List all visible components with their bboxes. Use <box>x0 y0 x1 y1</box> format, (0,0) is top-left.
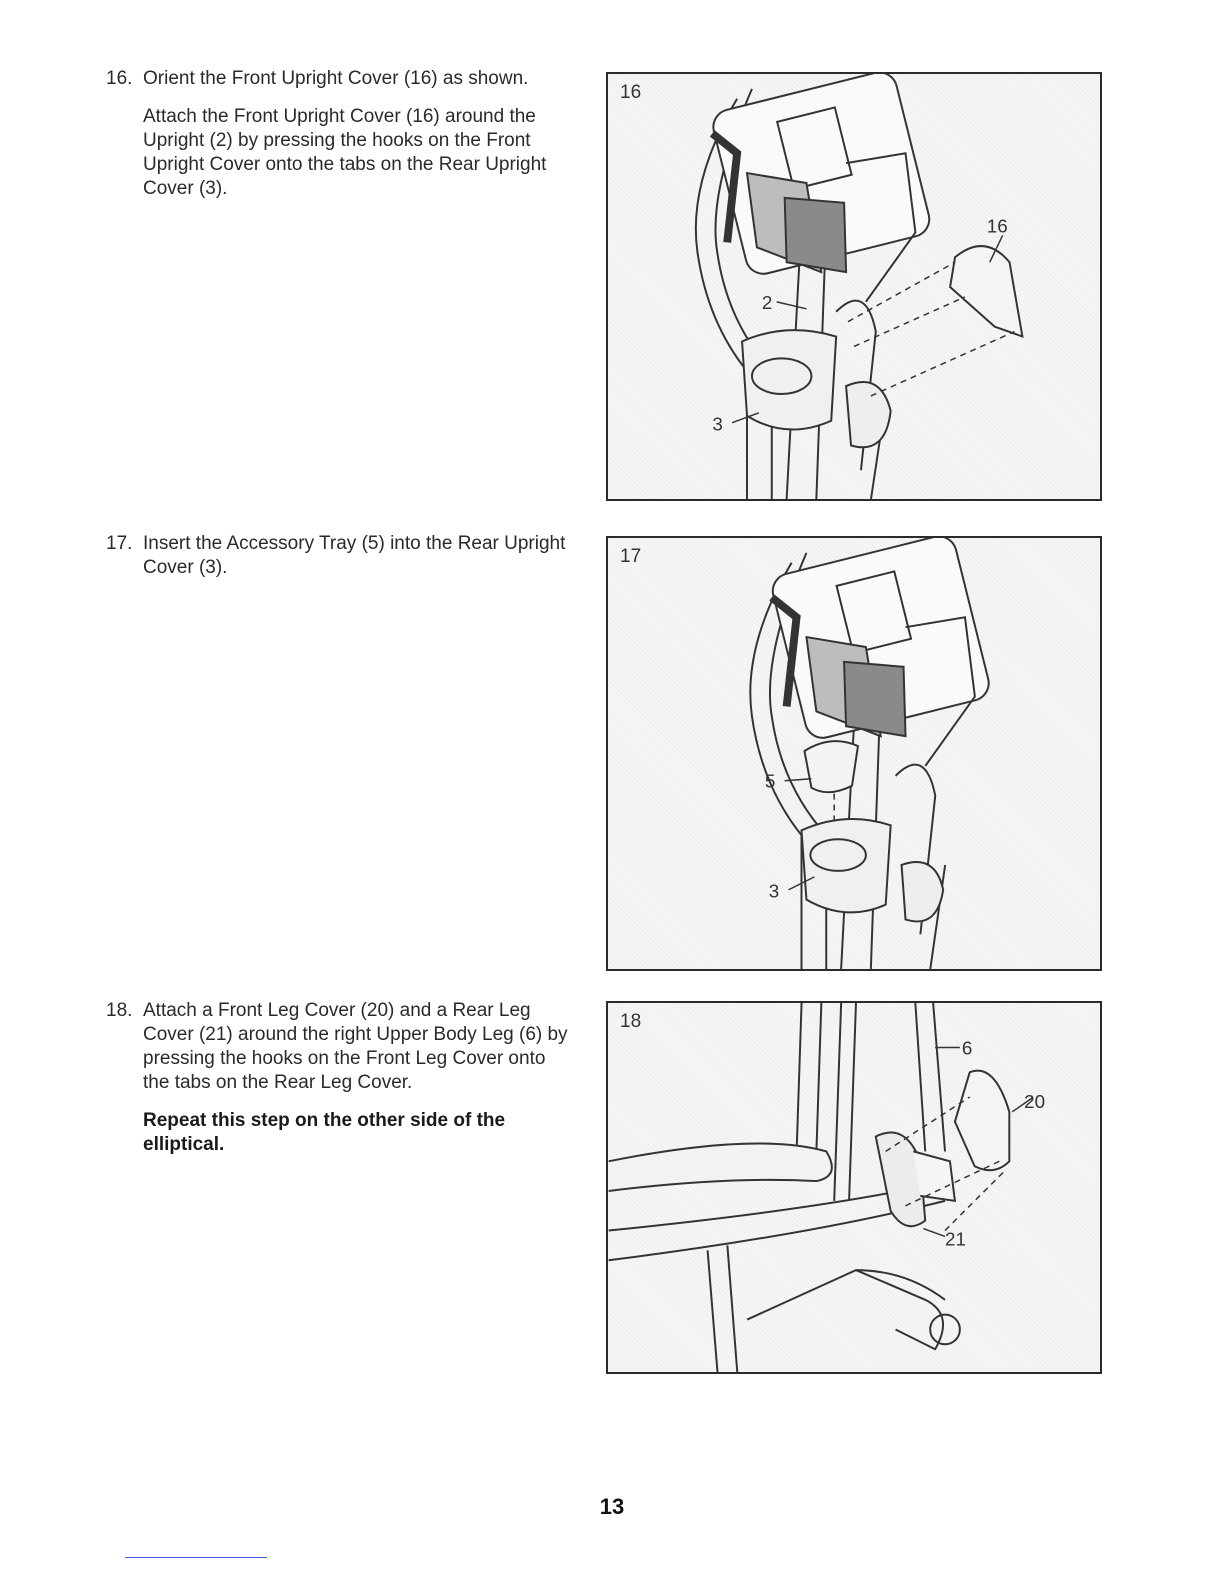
figure-callout: 5 <box>765 771 775 792</box>
step-instruction: Insert the Accessory Tray (5) into the R… <box>143 533 566 578</box>
figure-label: 17 <box>620 546 642 567</box>
figure-17: 5 3 17 <box>606 536 1102 971</box>
figure-callout: 21 <box>945 1228 966 1249</box>
figure-label: 16 <box>620 82 642 103</box>
figure-16-drawing: 16 2 3 <box>694 74 1024 499</box>
page-number: 13 <box>599 1494 625 1519</box>
figure-18: 6 20 21 18 <box>606 1001 1102 1374</box>
step-instruction: Attach the Front Upright Cover (16) arou… <box>143 106 547 199</box>
figure-18-drawing: 6 20 21 <box>608 1003 1045 1372</box>
step-number: 17. <box>106 533 133 554</box>
step-note: Repeat this step on the other side of th… <box>143 1110 506 1155</box>
figure-17-drawing: 5 3 <box>749 538 990 969</box>
figure-16: 16 2 3 16 <box>606 72 1102 501</box>
step-17: 17. Insert the Accessory Tray (5) into t… <box>106 532 576 594</box>
figure-callout: 3 <box>712 414 722 435</box>
footer-rule <box>125 1557 267 1558</box>
step-16: 16. Orient the Front Upright Cover (16) … <box>106 67 576 215</box>
step-number: 18. <box>106 1000 133 1021</box>
step-number: 16. <box>106 68 133 89</box>
step-instruction: Orient the Front Upright Cover (16) as s… <box>143 68 529 89</box>
figure-callout: 20 <box>1024 1091 1045 1112</box>
figure-callout: 3 <box>769 881 779 902</box>
step-18: 18. Attach a Front Leg Cover (20) and a … <box>106 999 576 1171</box>
step-instruction: Attach a Front Leg Cover (20) and a Rear… <box>143 1000 568 1093</box>
figure-callout: 16 <box>987 216 1008 237</box>
figure-label: 18 <box>620 1011 642 1032</box>
figure-callout: 6 <box>962 1037 972 1058</box>
figure-callout: 2 <box>762 292 772 313</box>
